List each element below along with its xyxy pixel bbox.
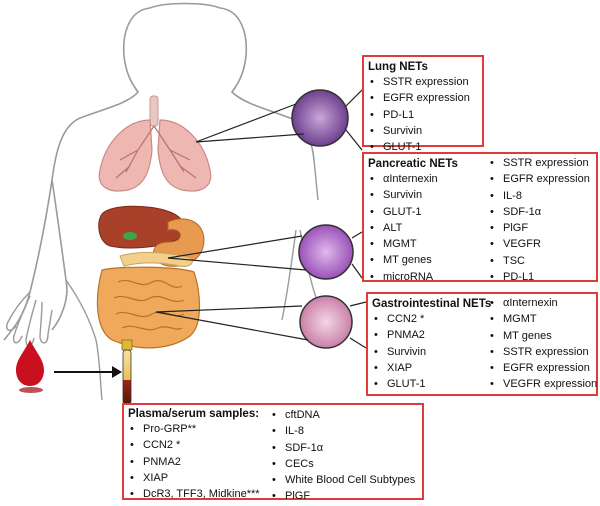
list-item: GLUT-1: [368, 204, 458, 221]
lung-left: [98, 119, 153, 192]
torso-outline: [65, 229, 297, 401]
gallbladder: [123, 232, 137, 240]
plasma-serum-title: Plasma/serum samples:: [128, 408, 260, 420]
plasma-left-column: Plasma/serum samples: Pro-GRP** CCN2 * P…: [128, 407, 260, 503]
list-item: IL-8: [488, 188, 590, 205]
list-item: SSTR expression: [488, 155, 590, 172]
list-item: EGFR expression: [368, 90, 478, 107]
pancreatic-left-list: αInternexin Survivin GLUT-1 ALT MGMT MT …: [368, 171, 458, 285]
lung-right: [157, 119, 212, 192]
list-item: SSTR expression: [488, 344, 597, 361]
list-item: GLUT-1: [368, 139, 478, 156]
list-item: PlGF: [488, 220, 590, 237]
list-item: MT genes: [368, 252, 458, 269]
list-item: CECs: [270, 456, 415, 473]
lung-nets-box: Lung NETs SSTR expression EGFR expressio…: [362, 55, 484, 156]
list-item: TSC: [488, 253, 590, 270]
list-item: PD-L1: [368, 107, 478, 124]
list-item: XIAP: [128, 470, 260, 487]
list-item: ALT: [368, 220, 458, 237]
list-item: PlGF: [270, 488, 415, 505]
pancreatic-right-column: SSTR expression EGFR expression IL-8 SDF…: [488, 155, 590, 286]
list-item: VEGFR: [488, 236, 590, 253]
list-item: SDF-1α: [270, 440, 415, 457]
list-item: Survivin: [372, 344, 491, 361]
list-item: EGFR expression: [488, 360, 597, 377]
list-item: VEGFR expression: [488, 376, 597, 393]
gi-right-list: αInternexin MGMT MT genes SSTR expressio…: [488, 295, 597, 393]
blood-drop-shadow: [19, 387, 43, 393]
list-item: αInternexin: [488, 295, 597, 312]
list-item: SSTR expression: [368, 74, 478, 91]
list-item: IL-8: [270, 423, 415, 440]
list-item: EGFR expression: [488, 171, 590, 188]
lung-nets-list: SSTR expression EGFR expression PD-L1 Su…: [368, 74, 478, 156]
large-intestine: [96, 266, 201, 349]
list-item: GLUT-1: [372, 376, 491, 393]
list-item: SDF-1α: [488, 204, 590, 221]
gi-left-column: Gastrointestinal NETs CCN2 * PNMA2 Survi…: [372, 297, 492, 393]
list-item: Pro-GRP**: [128, 421, 260, 438]
list-item: Survivin: [368, 187, 458, 204]
lung-nets-title: Lung NETs: [368, 61, 428, 73]
list-item: PNMA2: [128, 454, 260, 471]
list-item: PNMA2: [372, 327, 491, 344]
pancreatic-nets-title: Pancreatic NETs: [368, 158, 458, 170]
left-hand-outline: [6, 291, 53, 347]
arrow-head-icon: [112, 366, 122, 378]
list-item: CCN2 *: [128, 437, 260, 454]
tube-cap: [121, 339, 133, 351]
gastrointestinal-nets-box: Gastrointestinal NETs CCN2 * PNMA2 Survi…: [366, 292, 598, 396]
pancreatic-right-list: SSTR expression EGFR expression IL-8 SDF…: [488, 155, 590, 286]
gi-histology-image: [299, 295, 353, 349]
list-item: MGMT: [488, 311, 597, 328]
gi-left-list: CCN2 * PNMA2 Survivin XIAP GLUT-1: [372, 311, 491, 393]
liver: [98, 205, 185, 249]
list-item: XIAP: [372, 360, 491, 377]
list-item: αInternexin: [368, 171, 458, 188]
list-item: Survivin: [368, 123, 478, 140]
gastrointestinal-nets-title: Gastrointestinal NETs: [372, 298, 492, 310]
list-item: MGMT: [368, 236, 458, 253]
blood-tube: [122, 349, 132, 405]
blood-drop-icon: [16, 340, 44, 386]
plasma-left-list: Pro-GRP** CCN2 * PNMA2 XIAP DcR3, TFF3, …: [128, 421, 260, 503]
small-intestine: [113, 279, 185, 331]
list-item: DcR3, TFF3, Midkine***: [128, 486, 260, 503]
head-outline: [149, 2, 221, 9]
list-item: White Blood Cell Subtypes: [270, 472, 415, 489]
pancreas: [119, 251, 193, 267]
plasma-serum-box: Plasma/serum samples: Pro-GRP** CCN2 * P…: [122, 403, 424, 505]
pancreas-histology-image: [298, 224, 354, 280]
pancreatic-nets-box: Pancreatic NETs αInternexin Survivin GLU…: [362, 152, 598, 286]
trachea: [149, 95, 159, 127]
connector-lines: [155, 89, 367, 349]
list-item: PD-L1: [488, 269, 590, 286]
list-item: CCN2 *: [372, 311, 491, 328]
lung-histology-image: [291, 89, 349, 147]
plasma-right-column: cftDNA IL-8 SDF-1α CECs White Blood Cell…: [270, 407, 415, 505]
bronchi: [115, 125, 197, 179]
list-item: microRNA: [368, 269, 458, 286]
pancreatic-left-column: Pancreatic NETs αInternexin Survivin GLU…: [368, 157, 458, 285]
list-item: MT genes: [488, 328, 597, 345]
gi-right-column: αInternexin MGMT MT genes SSTR expressio…: [488, 295, 597, 393]
plasma-right-list: cftDNA IL-8 SDF-1α CECs White Blood Cell…: [270, 407, 415, 505]
list-item: cftDNA: [270, 407, 415, 424]
